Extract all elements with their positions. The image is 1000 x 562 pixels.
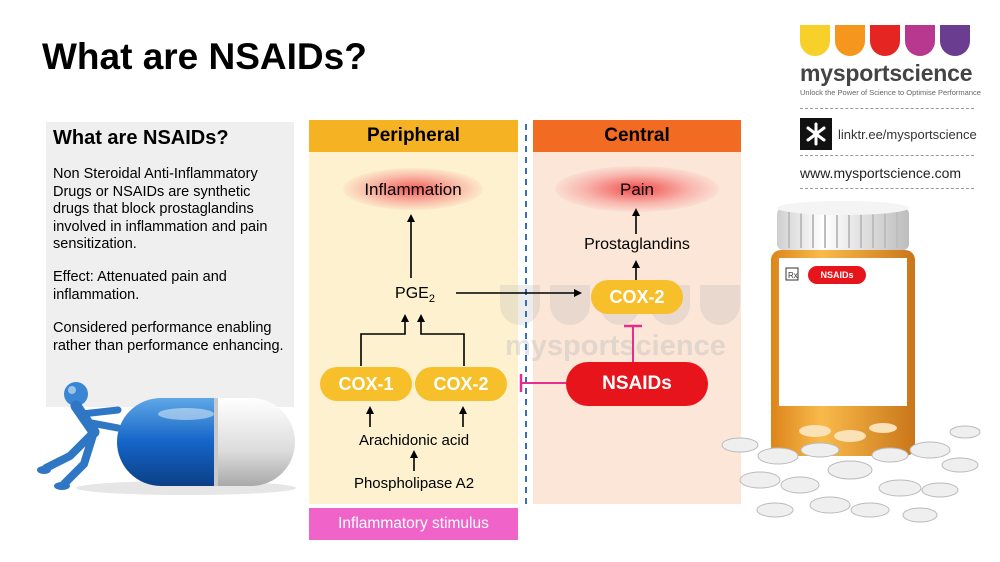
stick-figure-icon [37,382,122,490]
info-heading: What are NSAIDs? [53,127,229,149]
pge-text: PGE [395,285,429,302]
linktree-link[interactable]: linktr.ee/mysportscience [838,127,977,142]
brand-name: mysportscience [800,60,973,86]
tablets-icon [721,425,981,523]
peripheral-header: Peripheral [309,120,518,152]
info-paragraph-effect: Effect: Attenuated pain and inflammation… [53,269,227,303]
pill-bottle-icon: Rx [771,201,915,456]
logo-drop-5 [940,25,970,56]
website-link[interactable]: www.mysportscience.com [800,165,962,181]
phospholipase-label: Phospholipase A2 [353,475,475,492]
brand-tagline: Unlock the Power of Science to Optimise … [800,88,981,97]
logo-drop-2 [835,25,865,56]
inflammatory-stimulus-bar: Inflammatory stimulus [309,508,518,540]
prostaglandins-label: Prostaglandins [584,236,690,253]
nsaids-pill: NSAIDs [566,362,708,406]
brand-logo-icon [800,25,970,56]
brand-rule-bottom [800,188,974,189]
inflammation-glow [343,168,483,210]
central-header: Central [533,120,741,152]
pill-capsule-icon [76,398,296,495]
logo-drop-3 [870,25,900,56]
rx-symbol: Rx [788,271,798,280]
pge-subscript: 2 [428,293,435,306]
pain-label: Pain [619,180,655,199]
cox1-pill: COX-1 [320,367,412,401]
cox2-central-pill: COX-2 [591,280,683,314]
connector-cox1-pge [360,314,409,366]
arachidonic-acid-label: Arachidonic acid [358,432,470,449]
logo-drop-1 [800,25,830,56]
info-panel [46,122,294,407]
pain-glow [555,166,719,212]
connector-cox2-pge [417,314,465,366]
info-paragraph-definition: Non Steroidal Anti-Inflammatory Drugs or… [53,166,268,252]
info-paragraph-performance: Considered performance enabling rather t… [53,320,284,354]
cox2-peripheral-pill: COX-2 [415,367,507,401]
brand-rule-middle [800,155,974,156]
pge2-label: PGE2 [380,285,450,305]
watermark-text: mysportscience [505,330,726,362]
brand-rule-top [800,108,974,109]
qr-code-icon [800,118,832,150]
inflammation-label: Inflammation [364,180,462,199]
bottle-label: NSAIDs [808,266,866,284]
logo-drop-4 [905,25,935,56]
page-title: What are NSAIDs? [42,36,367,77]
